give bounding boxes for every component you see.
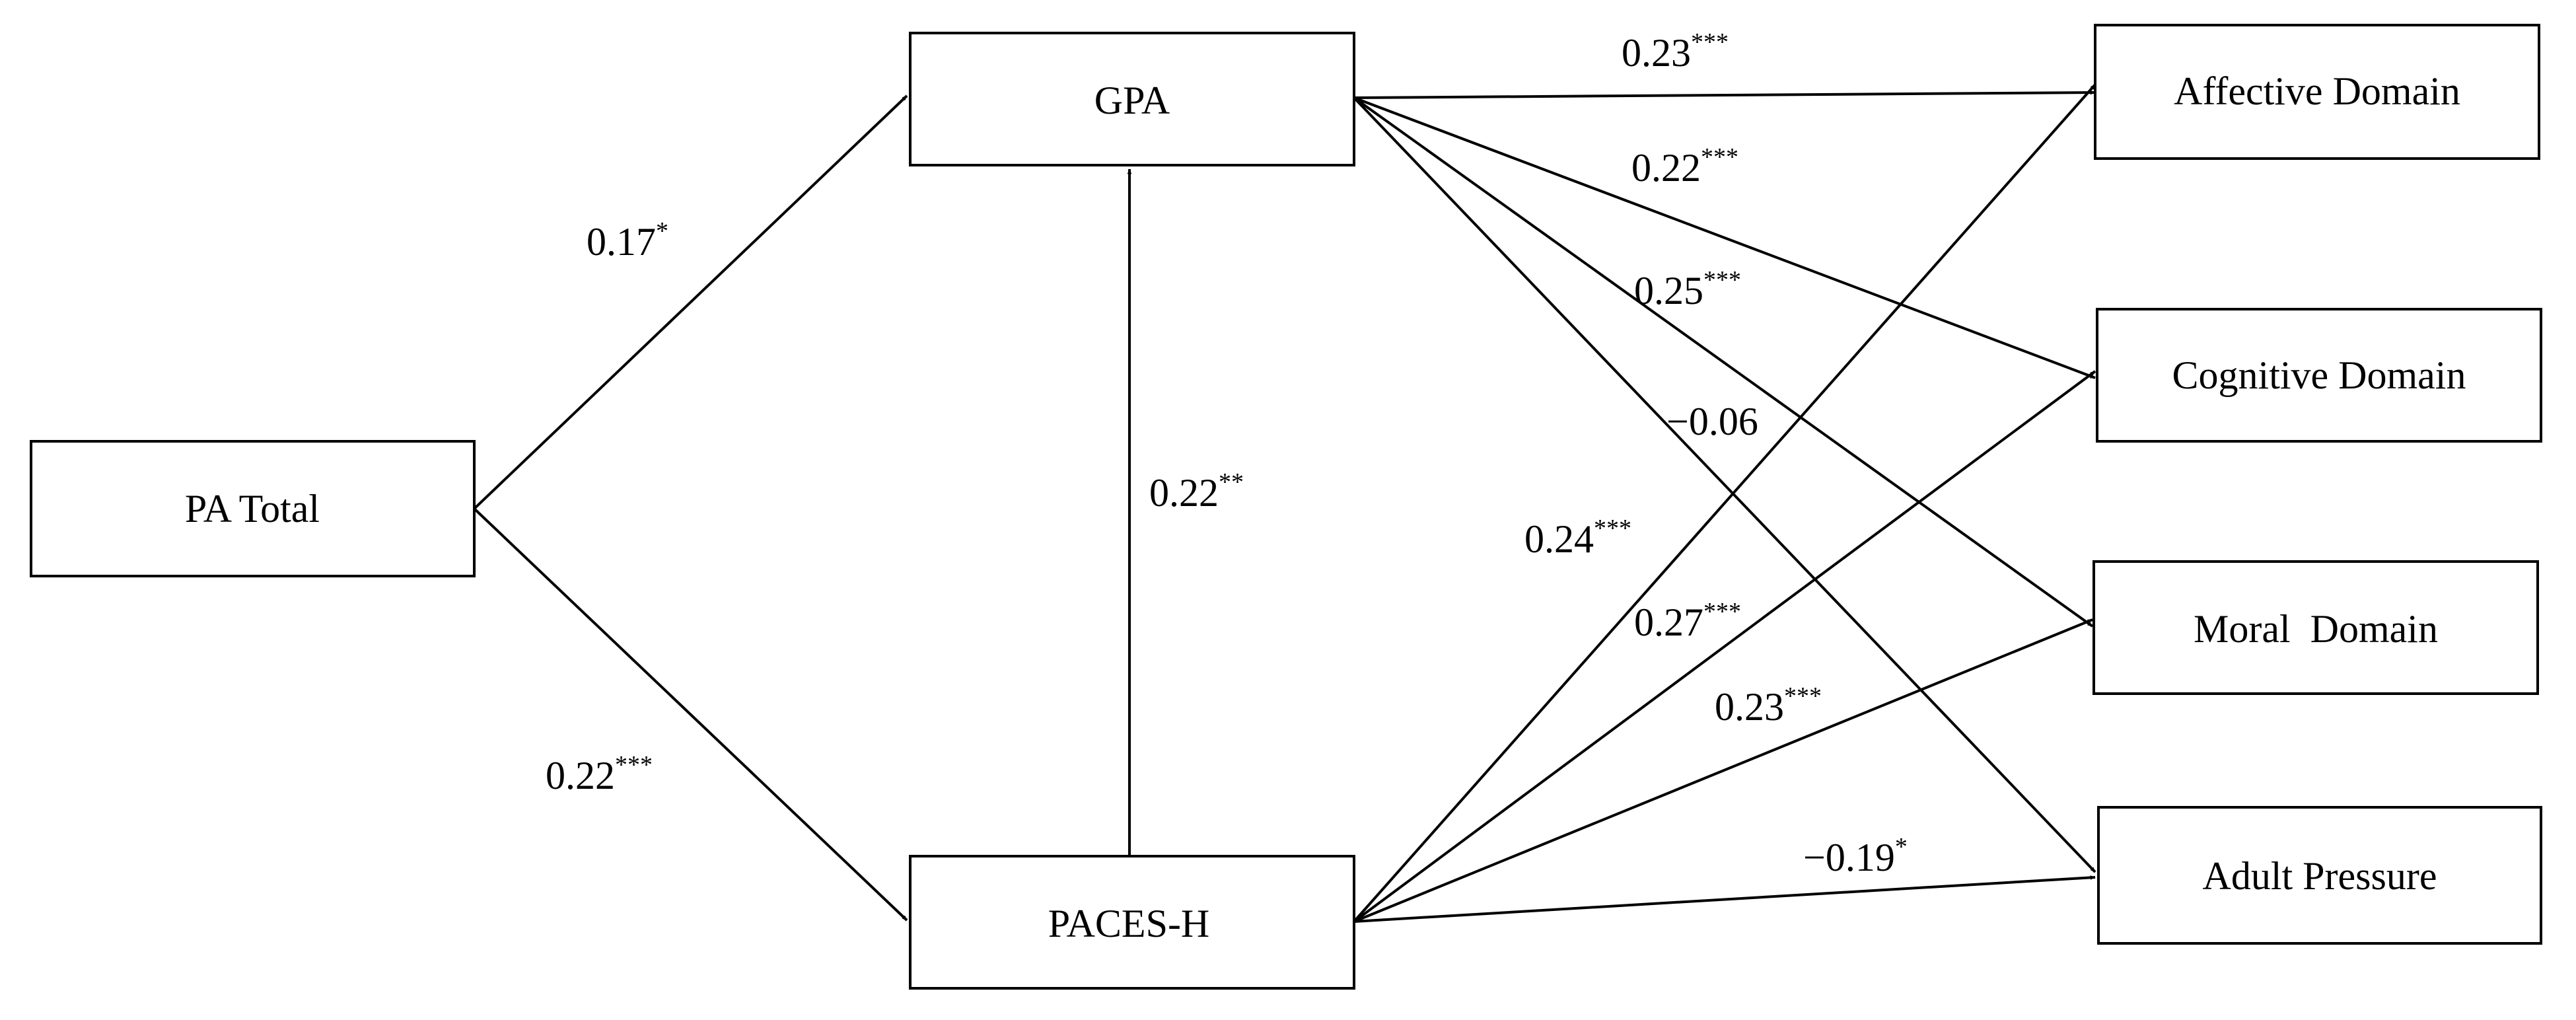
coef-value: 0.22 (1149, 471, 1219, 515)
coef-gpa-affective: 0.23*** (1622, 28, 1729, 75)
coef-value: −0.19 (1803, 836, 1895, 879)
coef-gpa-adult-pressure: −0.06 (1666, 400, 1758, 443)
node-moral-domain: Moral Domain (2093, 560, 2539, 695)
edge-pa-total-to-paces-h (473, 507, 908, 922)
coef-paces-h-moral: 0.23*** (1715, 682, 1822, 729)
coef-significance: *** (1594, 515, 1631, 542)
node-gpa: GPA (909, 32, 1355, 166)
edge-gpa-to-affective (1353, 90, 2096, 99)
node-paces-h-label: PACES-H (1048, 902, 1210, 945)
coef-value: 0.24 (1524, 517, 1594, 561)
node-affective-domain-label: Affective Domain (2174, 69, 2460, 113)
edge-gpa-to-adult-pressure (1353, 96, 2096, 873)
coef-paces-h-adult-pressure: −0.19* (1803, 833, 1908, 879)
coef-significance: *** (1703, 266, 1741, 294)
node-adult-pressure-label: Adult Pressure (2203, 854, 2437, 898)
edge-gpa-to-cognitive (1353, 96, 2096, 379)
coef-significance: *** (1703, 598, 1741, 626)
coef-pa-total-gpa: 0.17* (587, 217, 668, 264)
node-moral-domain-label: Moral Domain (2194, 607, 2438, 651)
coef-paces-h-gpa: 0.22** (1149, 468, 1244, 515)
coef-significance: * (1895, 833, 1908, 861)
node-paces-h: PACES-H (909, 855, 1355, 990)
edge-pa-total-to-gpa (473, 94, 908, 510)
coef-significance: *** (615, 751, 653, 779)
coef-pa-total-paces-h: 0.22*** (546, 751, 653, 797)
node-pa-total-label: PA Total (185, 487, 320, 530)
coef-value: 0.23 (1715, 685, 1784, 729)
coef-value: 0.23 (1622, 31, 1691, 75)
node-adult-pressure: Adult Pressure (2097, 806, 2542, 945)
coef-gpa-cognitive: 0.22*** (1631, 143, 1738, 190)
coef-paces-h-affective: 0.24*** (1524, 515, 1631, 561)
node-cognitive-domain-label: Cognitive Domain (2172, 353, 2466, 397)
edge-paces-h-to-moral (1353, 618, 2093, 923)
edge-paces-h-to-affective (1353, 83, 2096, 923)
coef-value: 0.25 (1634, 269, 1703, 312)
coef-significance: * (656, 217, 668, 245)
coef-significance: *** (1691, 28, 1729, 56)
node-affective-domain: Affective Domain (2094, 24, 2540, 160)
node-pa-total: PA Total (30, 440, 476, 577)
coef-significance: ** (1219, 468, 1244, 496)
edge-paces-h-to-adult-pressure (1353, 875, 2096, 923)
node-cognitive-domain: Cognitive Domain (2096, 308, 2542, 443)
edge-paces-h-to-cognitive (1353, 370, 2096, 923)
coef-paces-h-cognitive: 0.27*** (1634, 598, 1741, 644)
coef-gpa-moral: 0.25*** (1634, 266, 1741, 312)
coef-value: 0.22 (1631, 146, 1701, 190)
node-gpa-label: GPA (1094, 79, 1170, 122)
coef-value: 0.17 (587, 220, 656, 264)
coef-significance: *** (1701, 143, 1738, 171)
coef-value: 0.22 (546, 754, 615, 797)
coef-value: 0.27 (1634, 601, 1703, 644)
coef-significance: *** (1784, 682, 1822, 710)
edge-gpa-to-moral (1353, 96, 2094, 628)
coef-value: −0.06 (1666, 400, 1758, 443)
